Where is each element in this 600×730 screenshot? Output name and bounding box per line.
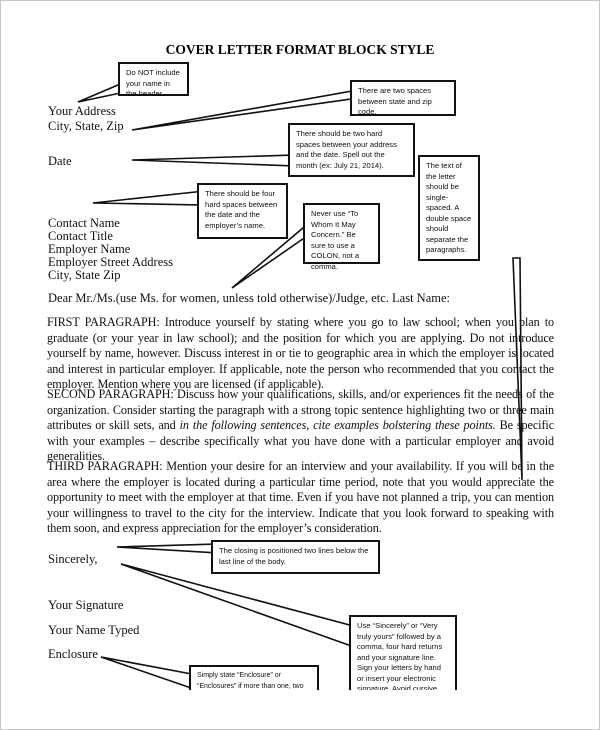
document-title: COVER LETTER FORMAT BLOCK STYLE <box>165 42 435 57</box>
pointer-four-spaces <box>92 190 206 206</box>
p2-text-b: Be specific with your examples – describ… <box>47 418 555 463</box>
pointer-enclosure <box>100 656 198 690</box>
closing: Sincerely, <box>48 552 98 566</box>
contact-name: Contact Name <box>48 216 120 230</box>
employer-name: Employer Name <box>48 242 131 256</box>
callout-enclosure: Simply state “Enclosure” or “Enclosures”… <box>189 665 319 690</box>
contact-title: Contact Title <box>48 229 113 243</box>
employer-city: City, State Zip <box>48 268 121 282</box>
p2-italic: in the following sentences, cite example… <box>179 418 496 432</box>
enclosure: Enclosure <box>48 647 98 661</box>
callout-pointers <box>77 80 523 690</box>
signature: Your Signature <box>48 598 124 612</box>
pointer-spacing <box>512 257 523 481</box>
second-paragraph: SECOND PARAGRAPH: Discuss how your quali… <box>47 387 554 465</box>
employer-street: Employer Street Address <box>48 255 173 269</box>
your-address: Your Address <box>48 104 116 118</box>
city-state-zip: City, State, Zip <box>48 119 124 133</box>
callout-sincerely: Use “Sincerely” or “Very truly yours” fo… <box>349 615 457 690</box>
name-typed: Your Name Typed <box>48 623 140 637</box>
callout-zip: There are two spaces between state and z… <box>350 80 456 116</box>
date-line: Date <box>48 154 72 168</box>
salutation: Dear Mr./Ms.(use Ms. for women, unless t… <box>48 291 451 305</box>
callout-four-spaces: There should be four hard spaces between… <box>197 183 288 239</box>
first-paragraph: FIRST PARAGRAPH: Introduce yourself by s… <box>47 315 554 391</box>
callout-closing: The closing is positioned two lines belo… <box>211 540 380 574</box>
callout-header: Do NOT include your name in the header. <box>118 62 189 98</box>
callout-date: There should be two hard spaces between … <box>288 123 415 177</box>
callout-colon: Never use “To Whom It May Concern.” Be s… <box>303 203 380 271</box>
pointer-date <box>131 154 297 167</box>
p2-text-a: SECOND PARAGRAPH: Discuss how your quali… <box>47 387 554 432</box>
document-page: COVER LETTER FORMAT BLOCK STYLE Your Add… <box>47 42 554 690</box>
pointer-sincerely <box>120 563 358 650</box>
third-paragraph: THIRD PARAGRAPH: Mention your desire for… <box>47 459 554 535</box>
pointer-closing <box>116 543 220 554</box>
callout-spacing: The text of the letter should be single-… <box>418 155 480 261</box>
